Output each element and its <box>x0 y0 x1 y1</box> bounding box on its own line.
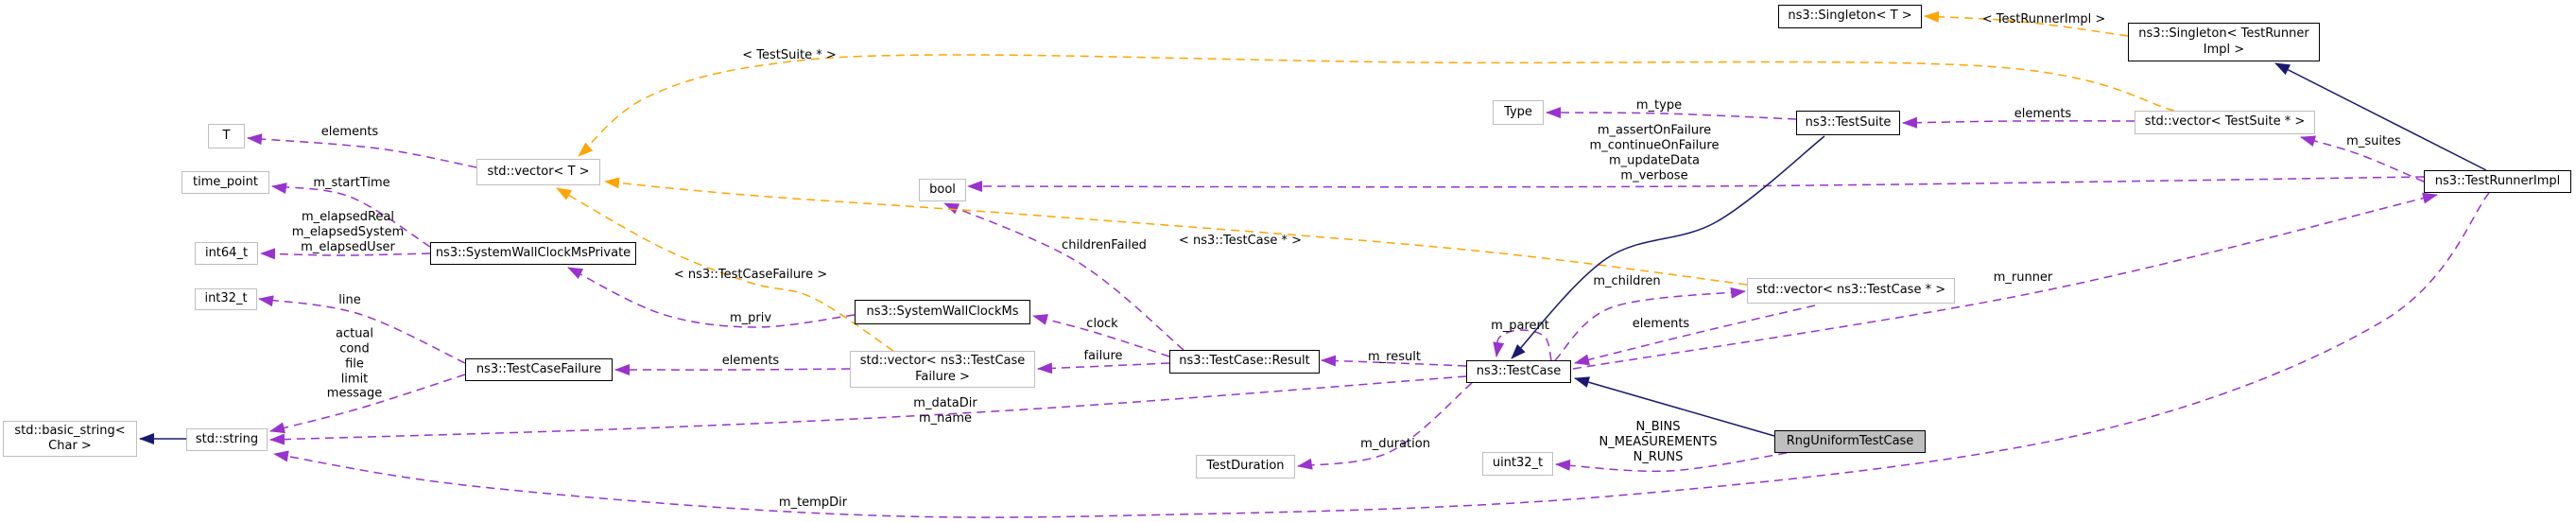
edge-label-failure-strings: actual cond file limit message <box>326 326 383 401</box>
node-swcm_private[interactable]: ns3::SystemWallClockMsPrivate <box>430 242 636 265</box>
node-test_suite[interactable]: ns3::TestSuite <box>1796 111 1900 135</box>
edge-label-elements-tc: elements <box>1632 317 1690 332</box>
edge-label-m-children: m_children <box>1593 274 1661 289</box>
node-t[interactable]: T <box>208 124 245 148</box>
edge-label-m-result: m_result <box>1368 350 1421 365</box>
edge-label-elements-tcf: elements <box>721 354 780 369</box>
edge-label-tmpl-testcase: < ns3::TestCase * > <box>1178 234 1303 249</box>
edge-label-elements-ts: elements <box>2014 107 2072 122</box>
edge-m-dataDir-m-name <box>269 375 1467 445</box>
edge-m-duration <box>1297 382 1473 470</box>
edge-failure <box>1037 362 1170 374</box>
node-int32_t[interactable]: int32_t <box>195 288 257 310</box>
edge-elements-tcf <box>614 364 851 376</box>
edge-inh-testsuite <box>1511 135 1825 359</box>
edge-elements-ts <box>1902 116 2135 129</box>
node-vector_tc[interactable]: std::vector< ns3::TestCase * > <box>1747 278 1955 304</box>
edge-inh-rnguniform <box>1574 376 1775 437</box>
edge-label-m-elapsed: m_elapsedReal m_elapsedSystem m_elapsedU… <box>291 210 405 254</box>
edge-label-m-tempDir: m_tempDir <box>778 496 848 511</box>
edge-label-tmpl-testcasefailure: < ns3::TestCaseFailure > <box>673 268 828 283</box>
edge-label-m-type: m_type <box>1635 98 1683 113</box>
edge-clock <box>1032 314 1170 357</box>
edge-label-m-parent: m_parent <box>1491 319 1549 334</box>
edge-n-bins <box>1555 452 1788 473</box>
edge-elements-tc <box>1574 304 1816 366</box>
node-bool[interactable]: bool <box>919 179 966 201</box>
edge-label-m-priv: m_priv <box>729 311 772 326</box>
edge-label-m-runner: m_runner <box>1993 270 2053 286</box>
edge-label-m-startTime: m_startTime <box>313 176 390 191</box>
edge-m-result <box>1321 355 1467 367</box>
edge-label-clock: clock <box>1086 317 1118 332</box>
node-runner[interactable]: ns3::TestRunnerImpl <box>2424 170 2571 193</box>
edge-label-m-suites: m_suites <box>2346 134 2401 149</box>
node-result[interactable]: ns3::TestCase::Result <box>1169 350 1320 374</box>
node-test_case_failure[interactable]: ns3::TestCaseFailure <box>465 358 613 381</box>
node-rng_uniform_test_case: RngUniformTestCase <box>1774 430 1926 453</box>
edge-line <box>258 295 466 364</box>
edge-m-type <box>1546 107 1797 120</box>
node-singleton_tri[interactable]: ns3::Singleton< TestRunner Impl > <box>2128 23 2320 61</box>
edge-label-line: line <box>338 293 361 308</box>
edge-label-runner-bools: m_assertOnFailure m_continueOnFailure m_… <box>1589 123 1720 183</box>
edge-m-elapsed <box>260 248 431 260</box>
node-vector_t[interactable]: std::vector< T > <box>476 159 600 185</box>
edge-m-children <box>1554 287 1746 361</box>
edge-m-parent <box>1493 329 1552 361</box>
edge-tmpl-testcase <box>604 177 1748 286</box>
node-vector_ts[interactable]: std::vector< TestSuite * > <box>2135 111 2315 134</box>
edge-label-n-bins: N_BINS N_MEASUREMENTS N_RUNS <box>1599 420 1718 464</box>
edge-tmpl-testrunnerimpl <box>1924 10 2129 37</box>
edge-label-failure: failure <box>1083 349 1123 364</box>
node-time_point[interactable]: time_point <box>182 171 269 194</box>
edge-m-suites <box>2300 135 2425 183</box>
edge-m-tempDir <box>273 192 2490 518</box>
edge-label-tmpl-testsuite: < TestSuite * > <box>742 48 837 63</box>
node-type[interactable]: Type <box>1493 100 1544 125</box>
edge-tmpl-testsuite <box>578 54 2175 157</box>
node-singleton_t[interactable]: ns3::Singleton< T > <box>1778 5 1922 28</box>
edge-m-startTime <box>271 183 431 248</box>
node-int64_t[interactable]: int64_t <box>195 242 258 265</box>
edge-elements-vector-t <box>247 133 477 168</box>
node-duration[interactable]: TestDuration <box>1196 455 1295 478</box>
edge-label-elements-vector-t: elements <box>320 125 379 140</box>
node-string[interactable]: std::string <box>186 428 268 451</box>
edge-childrenFailed <box>943 202 1184 351</box>
edge-label-childrenFailed: childrenFailed <box>1062 238 1147 253</box>
node-test_case[interactable]: ns3::TestCase <box>1466 360 1571 383</box>
node-uint32_t[interactable]: uint32_t <box>1482 452 1553 476</box>
edge-label-m-duration: m_duration <box>1360 437 1430 452</box>
node-swcm[interactable]: ns3::SystemWallClockMs <box>855 300 1030 324</box>
node-vector_tcf[interactable]: std::vector< ns3::TestCase Failure > <box>850 351 1035 388</box>
edge-inh-runner <box>2274 62 2487 171</box>
edge-runner-bools <box>967 176 2425 193</box>
edge-label-tmpl-testrunnerimpl: < TestRunnerImpl > <box>1981 12 2106 27</box>
edge-tmpl-testcasefailure <box>556 187 894 352</box>
edge-m-priv <box>567 267 856 328</box>
edge-label-m-dataDir-m-name: m_dataDir m_name <box>913 396 977 426</box>
node-basic_string[interactable]: std::basic_string< Char > <box>3 421 137 457</box>
